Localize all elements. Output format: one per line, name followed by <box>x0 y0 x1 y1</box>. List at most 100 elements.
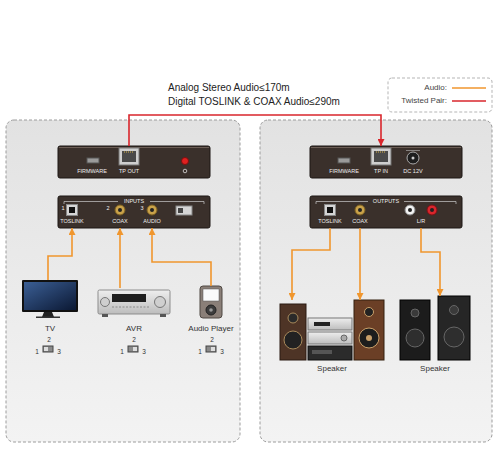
transmitter-front-body <box>115 205 125 215</box>
tower-speaker-picture <box>400 300 430 360</box>
avr-picture <box>101 298 110 307</box>
receiver-front-body <box>310 196 462 228</box>
audio-cable <box>119 228 121 288</box>
receiver-rear-body <box>371 148 391 165</box>
switch-position-number: 3 <box>57 348 61 356</box>
hifi-speaker-picture <box>312 350 332 354</box>
switch-position-number: 1 <box>198 348 202 356</box>
legend-entry: Audio: <box>392 82 486 93</box>
panel-label: DC 12V <box>403 168 422 175</box>
legend-line-sample <box>452 85 486 91</box>
panel-label: INPUTS <box>124 198 144 205</box>
hifi-speaker-picture <box>341 335 347 341</box>
transmitter-front-body <box>150 208 154 212</box>
audio-player-picture <box>206 305 216 315</box>
switch-position-number: 2 <box>47 336 51 344</box>
transmitter-rear-body <box>183 169 187 173</box>
audio-cable <box>421 228 440 296</box>
device-label: Audio Player <box>188 324 233 334</box>
receiver-front-body <box>355 205 365 215</box>
hifi-speaker-picture <box>366 335 372 341</box>
speaker-device: Speaker <box>398 296 472 360</box>
receiver-rear-panel: FIRMWARE TP IN DC 12V <box>310 146 462 178</box>
device-label: TV <box>45 324 55 334</box>
hifi-speaker-picture <box>308 332 352 344</box>
tower-speaker-picture <box>411 309 419 317</box>
panel-label: TOSLINK <box>318 218 341 225</box>
receiver-front-body <box>327 207 333 213</box>
site-panels <box>260 120 492 442</box>
audio-player-picture <box>203 289 219 301</box>
legend-line-sample <box>452 98 486 104</box>
site-panels <box>6 120 492 442</box>
legend-text: Twisted Pair: <box>401 96 447 105</box>
transmitter-rear-body <box>87 158 99 163</box>
legend-frame <box>388 78 492 112</box>
legend-text: Audio: <box>424 83 447 92</box>
panel-label: 1 <box>61 205 64 212</box>
switch-position-number: 1 <box>120 348 124 356</box>
audio-cable <box>292 228 330 300</box>
hifi-speaker-picture <box>280 300 384 360</box>
switch-icons <box>43 346 53 352</box>
receiver-rear-body <box>310 146 462 178</box>
switch-icons <box>44 347 48 351</box>
panel-label: FIRMWARE <box>329 168 359 175</box>
switch-icons <box>206 346 216 352</box>
receiver-rear-body <box>338 158 350 163</box>
tower-speaker-picture <box>438 296 470 360</box>
panel-label: 3 <box>140 205 143 212</box>
avr-picture <box>98 290 170 317</box>
avr-picture <box>160 314 166 317</box>
receiver-rear-body <box>310 146 462 178</box>
receiver-front-body <box>310 196 462 228</box>
transmitter-front-body <box>178 208 183 213</box>
receiver-front-body <box>427 205 437 215</box>
tower-speaker-picture <box>450 306 459 315</box>
link-distance-note: Analog Stereo Audio≤170m <box>168 82 290 94</box>
transmitter-rear-body <box>122 151 136 162</box>
speaker-device: Speaker <box>278 300 386 360</box>
switch-position-number: 2 <box>132 336 136 344</box>
transmitter-front-body <box>176 206 192 215</box>
panel-label: TP IN <box>374 168 388 175</box>
panel-label: TOSLINK <box>60 218 83 225</box>
transmitter-front-body <box>147 205 157 215</box>
audio-cable <box>152 228 211 286</box>
transmitter-front-body <box>69 207 75 213</box>
tower-speaker-picture <box>406 329 424 347</box>
tv-picture <box>36 317 60 319</box>
twisted-pair-cable <box>129 115 381 146</box>
transmitter-front-body <box>58 196 210 228</box>
panel-label: L/R <box>417 218 426 225</box>
tv-picture <box>22 280 78 312</box>
avr-picture <box>112 307 150 308</box>
panel-label: TP OUT <box>119 168 139 175</box>
transmitter-front-panel: INPUTS1TOSLINK2COAX3AUDIO <box>58 196 210 228</box>
receiver-rear-body <box>407 152 419 164</box>
legend-frame <box>388 78 492 112</box>
receiver-rear-body <box>412 157 415 160</box>
transmitter-front-body <box>58 196 210 228</box>
switch-icons <box>133 347 137 351</box>
transmitter-rear-body <box>58 146 210 178</box>
device-label: AVR <box>126 324 142 334</box>
switch-position-number: 1 <box>35 348 39 356</box>
audio-cable <box>359 228 361 300</box>
tv-picture <box>42 312 54 317</box>
hifi-speaker-picture <box>308 346 352 360</box>
transmitter-rear-panel: FIRMWARETP OUT <box>58 146 210 178</box>
hifi-speaker-picture <box>308 318 352 330</box>
switch-position-number: 2 <box>210 336 214 344</box>
legend-entry: Twisted Pair: <box>392 95 486 106</box>
panel-label: OUTPUTS <box>373 198 399 205</box>
audio-player-picture <box>209 308 213 312</box>
panel-label: 2 <box>106 205 109 212</box>
hifi-speaker-picture <box>359 328 379 348</box>
tower-speaker-picture <box>400 296 470 360</box>
